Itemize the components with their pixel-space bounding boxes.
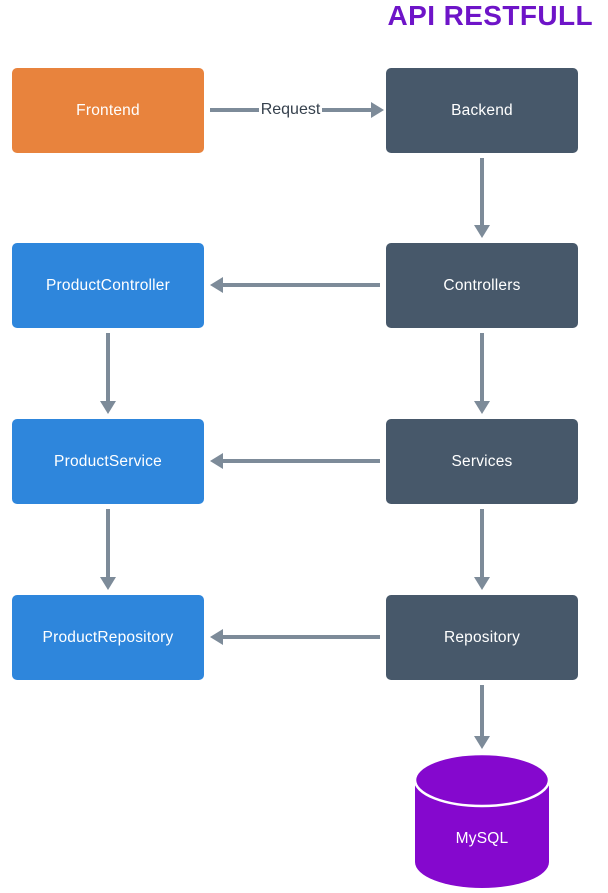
arrow-controllers-to-product-controller	[210, 277, 380, 293]
arrowhead-down-icon	[474, 577, 490, 590]
arrowhead-right-icon	[371, 102, 384, 118]
diagram-title: API RESTFULL	[387, 0, 593, 31]
arrow-line	[210, 108, 259, 112]
arrow-line	[106, 333, 110, 401]
arrow-product-controller-to-product-service	[100, 333, 116, 414]
edge-label-request: Request	[260, 101, 321, 118]
node-label: ProductController	[45, 276, 170, 294]
node-services: Services	[386, 419, 578, 504]
arrow-line	[480, 158, 484, 225]
node-label: ProductService	[54, 452, 162, 470]
node-mysql-label: MySQL	[455, 830, 509, 847]
node-label: Backend	[451, 101, 513, 119]
arrowhead-down-icon	[474, 225, 490, 238]
arrow-product-service-to-product-repository	[100, 509, 116, 590]
arrow-line	[223, 459, 380, 463]
arrow-line	[480, 509, 484, 577]
arrow-frontend-to-backend: Request	[210, 102, 384, 118]
arrow-repository-to-mysql	[474, 685, 490, 749]
arrow-line	[223, 635, 380, 639]
node-label: Repository	[443, 628, 521, 646]
arrowhead-down-icon	[474, 401, 490, 414]
arrow-line	[480, 685, 484, 736]
arrow-services-to-repository	[474, 509, 490, 590]
node-label: Frontend	[76, 101, 140, 119]
arrow-repository-to-product-repository	[210, 629, 380, 645]
arrowhead-down-icon	[474, 736, 490, 749]
node-label: Services	[451, 452, 513, 470]
arrow-controllers-to-services	[474, 333, 490, 414]
node-product-repository: ProductRepository	[12, 595, 204, 680]
arrowhead-down-icon	[100, 401, 116, 414]
node-repository: Repository	[386, 595, 578, 680]
arrow-services-to-product-service	[210, 453, 380, 469]
arrow-line	[106, 509, 110, 577]
node-controllers: Controllers	[386, 243, 578, 328]
arrowhead-down-icon	[100, 577, 116, 590]
arrowhead-left-icon	[210, 629, 223, 645]
node-product-service: ProductService	[12, 419, 204, 504]
node-label: ProductRepository	[42, 628, 174, 646]
node-backend: Backend	[386, 68, 578, 153]
node-frontend: Frontend	[12, 68, 204, 153]
arrowhead-left-icon	[210, 453, 223, 469]
arrow-line	[223, 283, 380, 287]
database-cylinder-icon	[413, 752, 551, 888]
arrowhead-left-icon	[210, 277, 223, 293]
node-product-controller: ProductController	[12, 243, 204, 328]
arrow-line	[322, 108, 371, 112]
arrow-backend-to-controllers	[474, 158, 490, 238]
arrow-line	[480, 333, 484, 401]
node-label: Controllers	[443, 276, 521, 294]
